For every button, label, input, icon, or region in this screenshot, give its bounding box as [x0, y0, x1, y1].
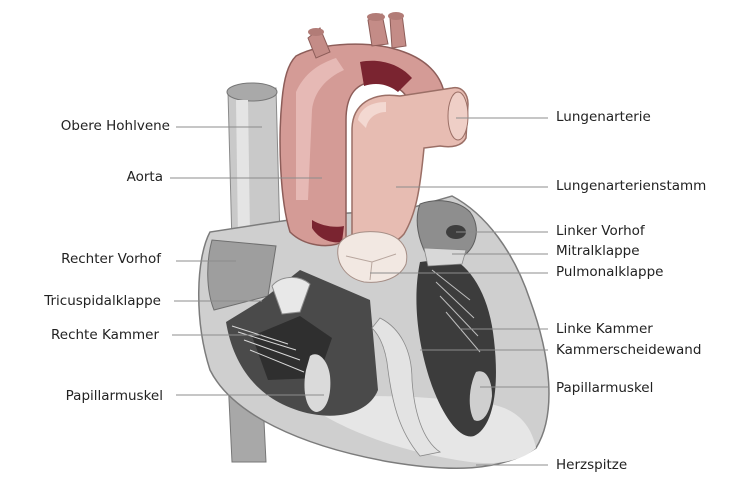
- label-papillarmuskel-left: Papillarmuskel: [12, 388, 163, 404]
- label-lungenarterie: Lungenarterie: [556, 109, 651, 125]
- label-linke-kammer: Linke Kammer: [556, 321, 653, 337]
- label-aorta: Aorta: [20, 169, 163, 185]
- label-kammerscheidewand: Kammerscheidewand: [556, 342, 701, 358]
- label-lungenarterienstamm: Lungenarterienstamm: [556, 178, 706, 194]
- pulmonary-valve: [338, 232, 407, 283]
- label-papillarmuskel-right: Papillarmuskel: [556, 380, 653, 396]
- label-obere-hohlvene: Obere Hohlvene: [20, 118, 170, 134]
- label-herzspitze: Herzspitze: [556, 457, 627, 473]
- label-rechte-kammer: Rechte Kammer: [12, 327, 159, 343]
- label-tricuspidalklappe: Tricuspidalklappe: [12, 293, 161, 309]
- superior-vena-cava: [227, 83, 280, 244]
- label-mitralklappe: Mitralklappe: [556, 243, 640, 259]
- label-pulmonalklappe: Pulmonalklappe: [556, 264, 664, 280]
- label-linker-vorhof: Linker Vorhof: [556, 223, 645, 239]
- label-rechter-vorhof: Rechter Vorhof: [20, 251, 161, 267]
- mitral-valve: [424, 248, 466, 266]
